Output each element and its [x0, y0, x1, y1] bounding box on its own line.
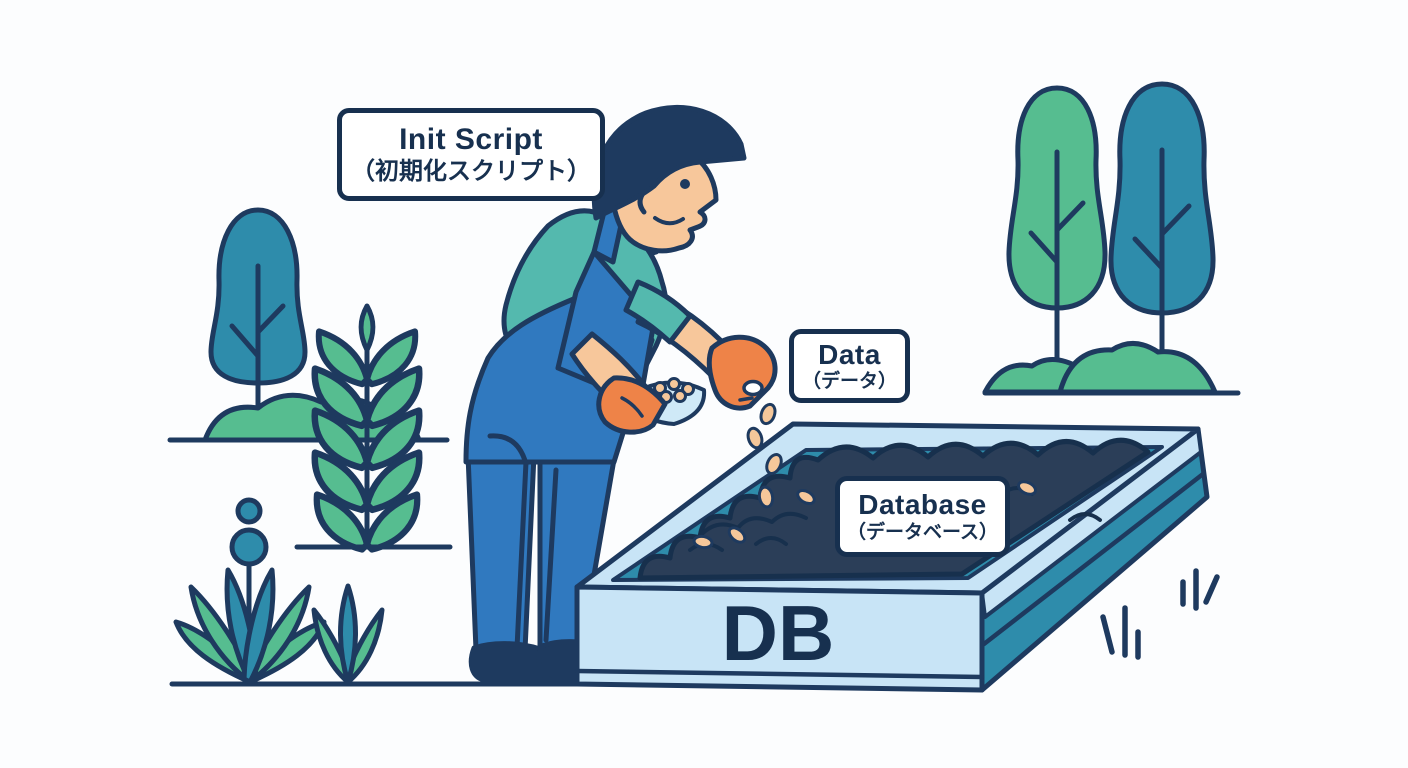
database-label-ja: （データベース） — [846, 521, 999, 543]
hair — [591, 104, 747, 221]
flower-stalk — [229, 497, 269, 645]
flower-bud — [229, 527, 269, 567]
eye — [680, 179, 690, 189]
tree-branch — [255, 303, 286, 335]
database-label: Database （データベース） — [835, 476, 1010, 557]
tree-branch — [1054, 200, 1086, 233]
motion-ticks — [1100, 568, 1220, 660]
database-label-en: Database — [858, 489, 987, 521]
tree-branch — [1132, 236, 1165, 271]
tree-branch — [229, 323, 261, 359]
spiky-plant-large — [173, 567, 327, 685]
glove-finger-line — [738, 396, 754, 402]
right-bushes — [982, 341, 1218, 395]
gardener-figure — [463, 104, 778, 683]
glove — [706, 334, 778, 411]
right-tree-green — [1006, 85, 1108, 381]
falling-seeds — [746, 402, 783, 509]
tree-branch — [1159, 203, 1192, 237]
fern-plant — [294, 303, 453, 553]
hip-pocket-seam — [487, 433, 529, 467]
tree-branch — [1028, 230, 1060, 265]
smile — [653, 216, 685, 226]
data-label-ja: （データ） — [801, 371, 897, 393]
bowl-seeds — [653, 377, 695, 404]
init-script-label-ja: （初期化スクリプト） — [351, 157, 591, 185]
bed-front-face-line — [574, 668, 985, 680]
pant-seam — [514, 459, 529, 651]
bed-right-face-divider — [981, 471, 1206, 647]
db-label: DB — [722, 589, 835, 677]
sleeve-right — [623, 279, 693, 345]
flower-bud — [235, 497, 263, 525]
data-label: Data （データ） — [789, 329, 910, 403]
data-label-en: Data — [818, 338, 881, 370]
leaf — [241, 567, 276, 685]
bed-front-face — [574, 584, 985, 693]
leaf — [358, 303, 376, 353]
glove-right — [706, 334, 778, 411]
leaf-pair — [311, 328, 423, 553]
left-tree-teal — [208, 207, 308, 443]
init-script-label-en: Init Script — [399, 123, 543, 157]
head — [591, 104, 747, 254]
seed-in-hand — [742, 379, 764, 397]
glove-finger-line — [620, 396, 644, 418]
leaf — [338, 583, 358, 685]
spiky-plant-small — [311, 583, 385, 685]
init-script-label: Init Script （初期化スクリプト） — [337, 108, 605, 201]
pant-seam — [543, 467, 559, 643]
